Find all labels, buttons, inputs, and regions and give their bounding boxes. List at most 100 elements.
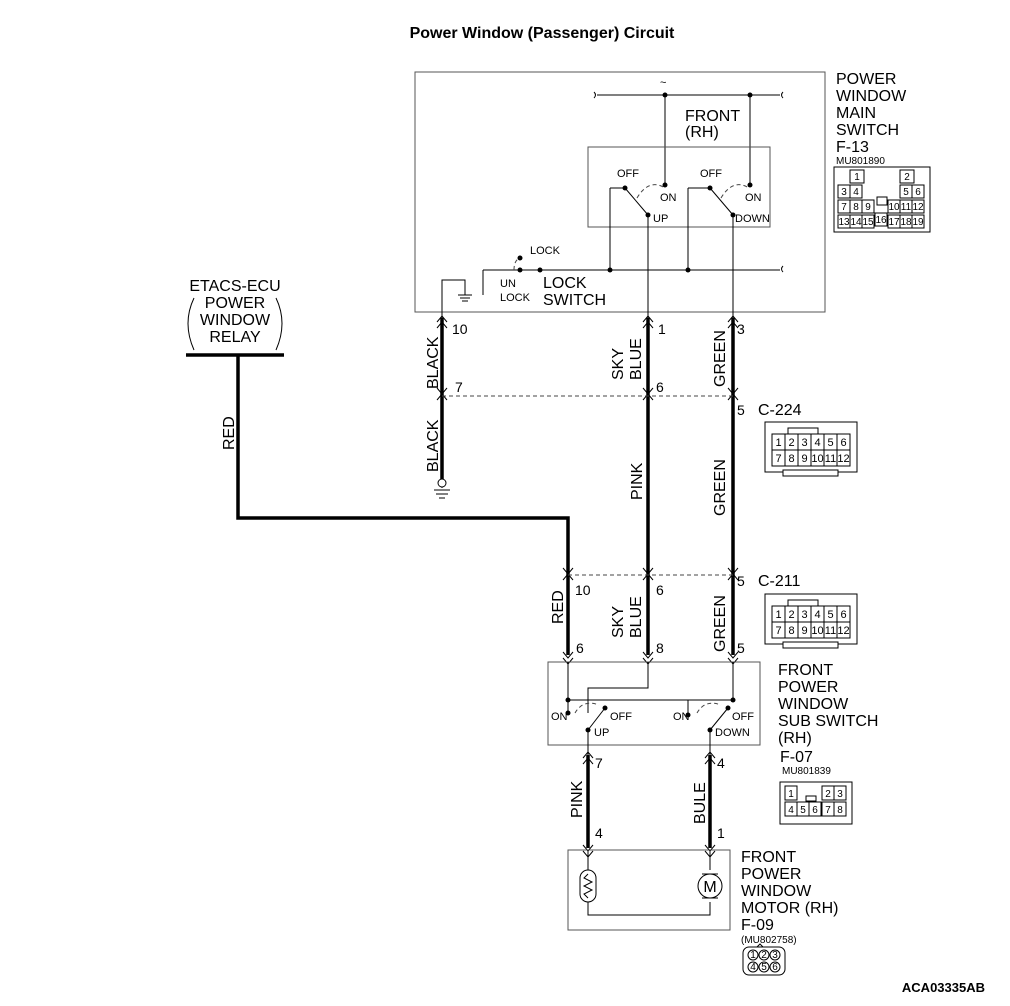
svg-text:(RH): (RH) <box>685 124 719 141</box>
connector-pin-cell <box>836 621 851 639</box>
connector-pin-label: 7 <box>775 625 781 637</box>
connector-pin-label: 8 <box>788 625 794 637</box>
etacs-ecu-block: ETACS-ECU POWER WINDOW RELAY <box>186 278 284 357</box>
svg-text:UP: UP <box>653 213 668 225</box>
svg-text:3: 3 <box>737 321 745 337</box>
connector-pin-label: 4 <box>814 609 820 621</box>
svg-text:~: ~ <box>660 77 666 89</box>
wire-label-green-top: GREEN <box>712 330 729 387</box>
svg-text:8: 8 <box>853 202 859 213</box>
connector-pin-label: 6 <box>840 437 846 449</box>
svg-text:FRONT: FRONT <box>685 108 740 125</box>
svg-text:10: 10 <box>452 321 468 337</box>
svg-text:1: 1 <box>854 172 860 183</box>
svg-text:UN: UN <box>500 278 516 290</box>
svg-text:19: 19 <box>912 217 924 228</box>
svg-text:5: 5 <box>800 805 806 816</box>
connector-pin-label: 11 <box>825 453 836 465</box>
svg-text:18: 18 <box>900 217 912 228</box>
svg-text:7: 7 <box>825 805 831 816</box>
connector-pin-label: 3 <box>801 609 807 621</box>
svg-text:1: 1 <box>658 321 666 337</box>
connector-pin-label: 8 <box>788 453 794 465</box>
wire-label-black-bottom: BLACK <box>425 419 442 472</box>
svg-text:14: 14 <box>850 217 862 228</box>
wire-label-green-mid: GREEN <box>712 459 729 516</box>
svg-text:5: 5 <box>903 187 909 198</box>
svg-text:OFF: OFF <box>700 168 722 180</box>
main-switch-box <box>414 71 826 313</box>
svg-text:WINDOW: WINDOW <box>778 696 849 713</box>
connector-pin-label: 5 <box>827 437 833 449</box>
svg-text:ON: ON <box>660 192 677 204</box>
svg-text:2: 2 <box>761 950 767 961</box>
svg-text:7: 7 <box>455 379 463 395</box>
svg-text:16: 16 <box>875 215 887 226</box>
wire-label-pink-bottom: PINK <box>569 780 586 818</box>
svg-text:1: 1 <box>750 950 756 961</box>
svg-text:POWER: POWER <box>205 295 265 312</box>
diagram-title: Power Window (Passenger) Circuit <box>410 25 675 42</box>
svg-text:8: 8 <box>837 805 843 816</box>
main-switch-part-number: MU801890 <box>836 156 885 167</box>
motor-connector-id: F-09 <box>741 917 774 934</box>
main-switch-label: POWER WINDOW MAIN SWITCH F-13 MU801890 <box>836 71 907 167</box>
connector-pin-label: 12 <box>837 453 849 465</box>
svg-text:SWITCH: SWITCH <box>543 292 606 309</box>
connector-pin-label: 5 <box>827 609 833 621</box>
svg-text:7: 7 <box>595 755 603 771</box>
svg-text:5: 5 <box>737 640 745 656</box>
svg-text:LOCK: LOCK <box>500 292 531 304</box>
svg-text:4: 4 <box>750 962 756 973</box>
motor-box <box>567 849 731 931</box>
motor-part-number: (MU802758) <box>741 935 797 946</box>
connector-pin-label: 4 <box>814 437 820 449</box>
sub-switch-label: FRONT POWER WINDOW SUB SWITCH (RH) F-07 … <box>778 662 878 777</box>
svg-text:3: 3 <box>772 950 778 961</box>
figure-id: ACA03335AB <box>902 980 985 995</box>
svg-text:WINDOW: WINDOW <box>836 88 907 105</box>
svg-text:15: 15 <box>862 217 874 228</box>
svg-text:LOCK: LOCK <box>530 245 561 257</box>
sub-switch-part-number: MU801839 <box>782 766 831 777</box>
svg-text:5: 5 <box>737 402 745 418</box>
connector-pin-label: 9 <box>801 625 807 637</box>
svg-text:SWITCH: SWITCH <box>836 122 899 139</box>
svg-text:2: 2 <box>825 789 831 800</box>
svg-text:(RH): (RH) <box>778 730 812 747</box>
wire-label-sky-low-1: SKY <box>610 606 627 638</box>
wire-label-sky-top-1: SKY <box>610 348 627 380</box>
svg-text:WINDOW: WINDOW <box>200 312 271 329</box>
svg-text:OFF: OFF <box>732 711 754 723</box>
sub-switch-internals: ON OFF UP ON OFF DOWN <box>551 662 754 755</box>
svg-text:FRONT: FRONT <box>741 849 796 866</box>
svg-text:OFF: OFF <box>617 168 639 180</box>
svg-text:6: 6 <box>656 379 664 395</box>
svg-text:5: 5 <box>761 962 767 973</box>
svg-text:ON: ON <box>551 711 568 723</box>
svg-text:11: 11 <box>901 202 912 213</box>
wire-label-pink-mid: PINK <box>629 462 646 500</box>
svg-text:POWER: POWER <box>778 679 838 696</box>
svg-text:6: 6 <box>576 640 584 656</box>
main-switch-internals: ~ FRONT (RH) OFF ON UP OFF ON DOWN <box>441 77 784 318</box>
svg-text:DOWN: DOWN <box>735 213 770 225</box>
connector-f13-face: 1 2 3 4 5 6 7 8 9 10 11 12 13 14 15 16 1… <box>833 166 931 233</box>
svg-text:POWER: POWER <box>836 71 896 88</box>
svg-text:MOTOR (RH): MOTOR (RH) <box>741 900 838 917</box>
wire-runs <box>236 318 735 848</box>
main-switch-connector-id: F-13 <box>836 139 869 156</box>
connector-pin-label: 2 <box>788 437 794 449</box>
svg-text:2: 2 <box>904 172 910 183</box>
svg-text:3: 3 <box>841 187 847 198</box>
connector-pin-cell <box>836 449 851 467</box>
svg-text:1: 1 <box>717 825 725 841</box>
svg-text:MAIN: MAIN <box>836 105 876 122</box>
connector-pin-label: 3 <box>801 437 807 449</box>
connector-pin-label: 11 <box>825 625 836 637</box>
svg-text:POWER: POWER <box>741 866 801 883</box>
connector-pin-label: 7 <box>775 453 781 465</box>
wire-label-red-left: RED <box>221 416 238 450</box>
motor-label: FRONT POWER WINDOW MOTOR (RH) F-09 (MU80… <box>741 849 838 946</box>
